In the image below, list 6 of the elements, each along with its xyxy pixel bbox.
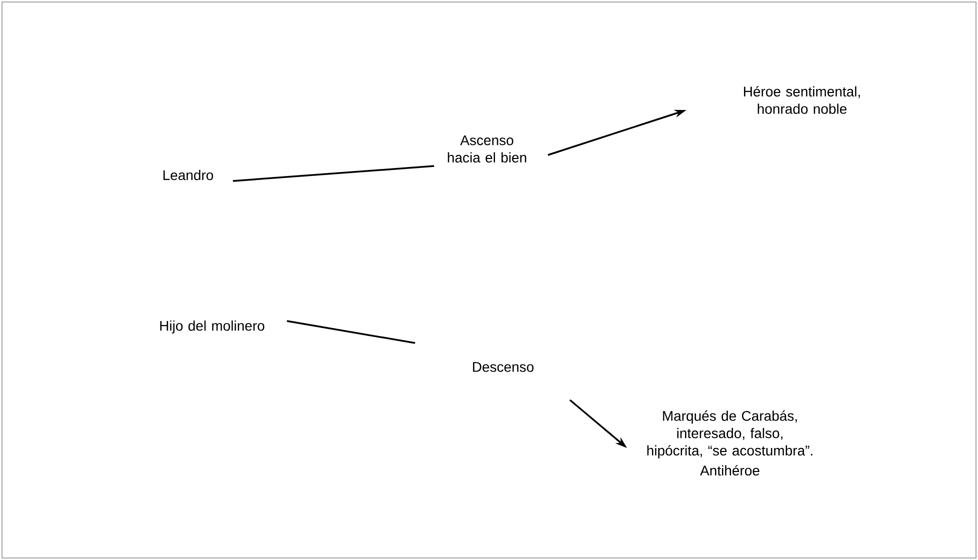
text-label: Héroe sentimental, honrado noble (744, 86, 860, 114)
text-label: Descenso (473, 362, 534, 372)
text-label: Marqués de Carabás, interesado, falso, hipócrita, “se acostumbra”. Antihéroe (647, 410, 812, 476)
text-label: Hijo del molinero (160, 320, 264, 334)
text-label: Ascenso hacia el bien (448, 135, 526, 163)
text-label: Leandro (163, 170, 214, 180)
